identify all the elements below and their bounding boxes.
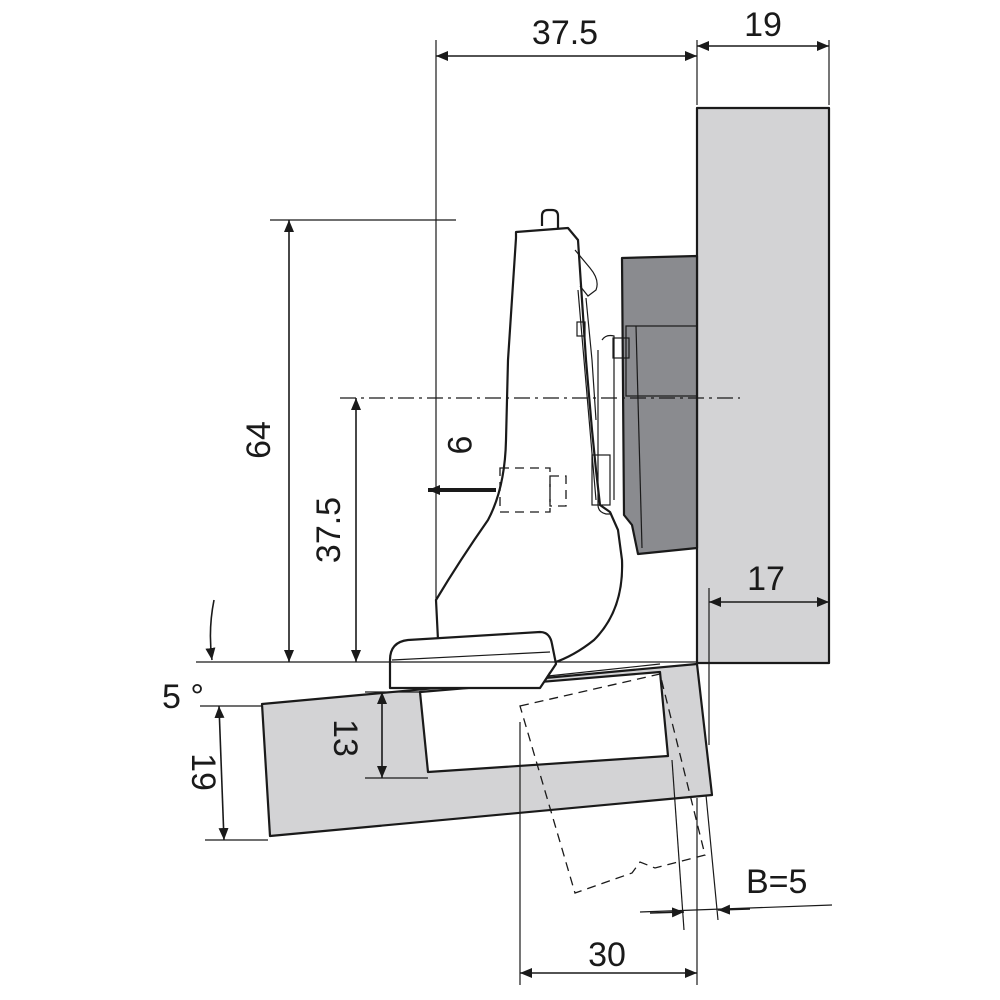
cabinet-side-panel <box>695 106 831 665</box>
hinge-arm <box>388 208 661 690</box>
dim-cup-offset: 30 <box>588 936 626 974</box>
cup-recess <box>418 670 670 774</box>
dim-angle: 5 ° <box>162 678 204 716</box>
dim-hinge-height: 64 <box>240 421 278 459</box>
dim-door-thickness: 19 <box>184 753 222 791</box>
mounting-plate <box>612 254 699 556</box>
dimension-lines <box>205 41 829 978</box>
dim-side-inner: 17 <box>747 560 785 598</box>
dim-side-thickness: 19 <box>744 6 782 44</box>
dim-center-height: 37.5 <box>310 497 348 563</box>
dim-cup-depth: 13 <box>326 719 364 757</box>
drill-hole-dashed <box>499 467 567 513</box>
dim-top-depth: 37.5 <box>532 14 598 52</box>
dim-drill-depth: 9 <box>440 436 478 455</box>
dim-boring-distance: B=5 <box>746 863 807 901</box>
